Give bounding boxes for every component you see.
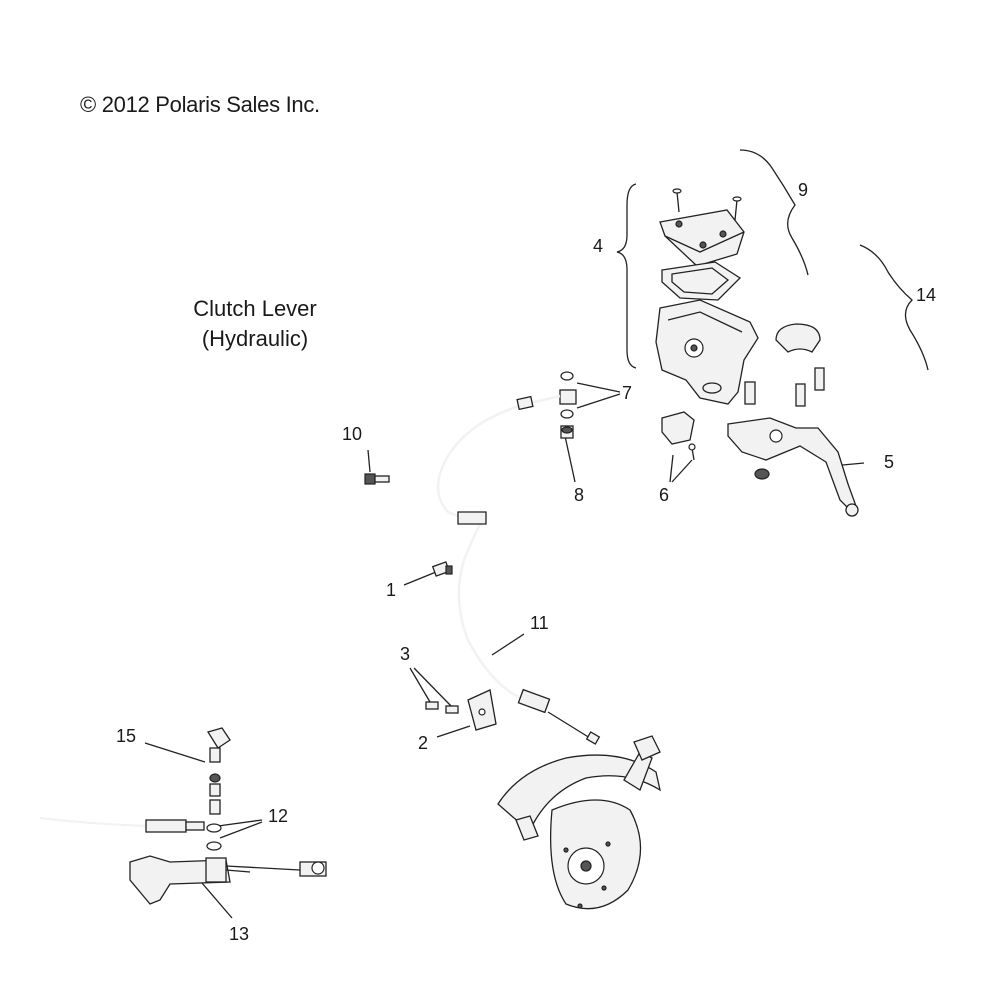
clutch-cover [497, 735, 661, 910]
lever-switch [661, 411, 696, 461]
copyright-notice: © 2012 Polaris Sales Inc. [80, 92, 320, 117]
hydraulic-hose [436, 394, 601, 745]
callout-15: 15 [116, 726, 137, 746]
banjo-fitting [559, 371, 577, 439]
title-line-1: Clutch Lever [193, 296, 317, 321]
callout-7: 7 [622, 383, 633, 403]
group-braces [616, 149, 929, 371]
callout-13: 13 [229, 924, 250, 944]
diagram-title: Clutch Lever (Hydraulic) [160, 294, 350, 354]
callout-5: 5 [884, 452, 895, 472]
callout-11: 11 [530, 613, 549, 633]
hose-bolt [364, 473, 390, 485]
callout-2: 2 [418, 733, 429, 753]
master-cylinder-assembly [655, 188, 825, 407]
callout-10: 10 [342, 424, 363, 444]
hose-clip [431, 561, 453, 577]
title-line-2: (Hydraulic) [201, 326, 309, 351]
callout-6: 6 [659, 485, 670, 505]
callout-12: 12 [268, 806, 289, 826]
callout-9: 9 [798, 180, 809, 200]
hose-bracket [425, 689, 497, 731]
slave-cylinder-assembly [39, 727, 327, 905]
callout-14: 14 [916, 285, 937, 305]
callout-1: 1 [386, 580, 397, 600]
callout-3: 3 [400, 644, 411, 664]
callout-4: 4 [593, 236, 604, 256]
clutch-lever [727, 417, 859, 517]
leader-lines [144, 382, 865, 919]
callout-8: 8 [574, 485, 585, 505]
